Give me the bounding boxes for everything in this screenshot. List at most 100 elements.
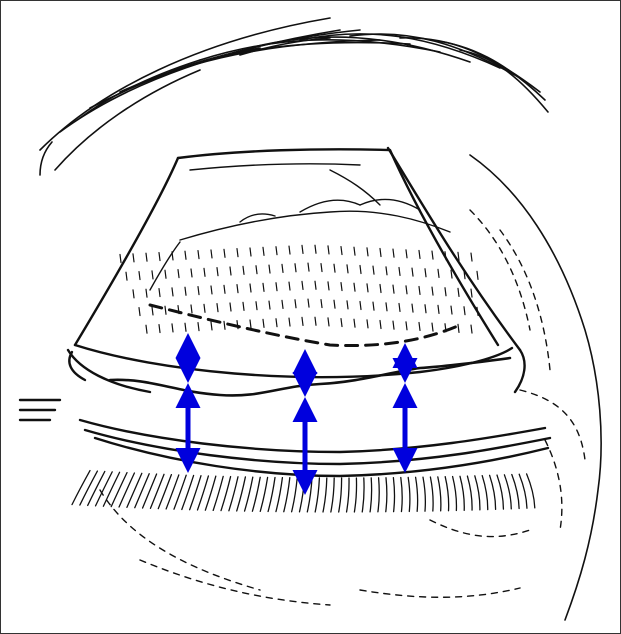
eyelash <box>423 477 425 511</box>
gland-mark <box>438 269 439 277</box>
gland-mark <box>477 307 478 315</box>
eyelash <box>237 477 246 511</box>
eyelash <box>497 475 503 509</box>
gland-mark <box>224 321 225 329</box>
gland-mark <box>269 301 270 309</box>
eyelash <box>467 476 472 510</box>
gland-mark <box>139 308 140 316</box>
gland-mark <box>412 268 413 276</box>
eyelash <box>386 478 387 512</box>
gland-mark <box>315 245 316 253</box>
gland-mark <box>289 246 290 254</box>
gland-mark <box>445 288 446 296</box>
gland-mark <box>146 325 147 333</box>
gland-mark <box>419 322 420 330</box>
gland-mark <box>172 288 173 296</box>
gland-mark <box>289 318 290 326</box>
gland-mark <box>477 271 478 279</box>
gland-mark <box>321 264 322 272</box>
gland-mark <box>276 247 277 255</box>
gland-mark <box>419 286 420 294</box>
gland-mark <box>321 300 322 308</box>
gland-mark <box>302 281 303 289</box>
eyelash <box>166 475 179 509</box>
eyelash <box>430 477 433 511</box>
dashed-junction-line <box>150 305 460 346</box>
gland-mark <box>133 290 134 298</box>
gland-mark <box>152 271 153 279</box>
eyelash <box>284 478 290 512</box>
gland-mark <box>295 264 296 272</box>
gland-mark <box>198 323 199 331</box>
gland-mark <box>172 324 173 332</box>
gland-mark <box>120 255 121 263</box>
eyelash <box>127 473 142 507</box>
gland-mark <box>126 272 127 280</box>
gland-mark <box>159 325 160 333</box>
eyelash <box>331 478 334 512</box>
eyelash <box>315 478 319 512</box>
gland-mark <box>334 264 335 272</box>
gland-mark <box>373 266 374 274</box>
gland-mark <box>438 305 439 313</box>
eyelash <box>453 476 457 510</box>
eyelash <box>527 474 535 508</box>
gland-mark <box>458 324 459 332</box>
gland-mark <box>159 253 160 261</box>
gland-mark <box>425 269 426 277</box>
gland-mark <box>152 307 153 315</box>
gland-mark <box>354 247 355 255</box>
gland-mark <box>471 289 472 297</box>
gland-mark <box>263 283 264 291</box>
gland-mark <box>250 248 251 256</box>
eyelash <box>445 477 448 511</box>
gland-mark <box>224 249 225 257</box>
gland-mark <box>185 251 186 259</box>
eyelash <box>260 477 267 511</box>
gland-mark <box>386 303 387 311</box>
meibomian-glands <box>120 245 478 333</box>
eyelash <box>119 473 134 507</box>
gland-mark <box>412 304 413 312</box>
eyelash <box>378 478 379 512</box>
gland-mark <box>276 319 277 327</box>
gland-mark <box>334 300 335 308</box>
eyelash <box>111 473 127 507</box>
eyelash <box>72 471 90 505</box>
gland-mark <box>282 300 283 308</box>
gland-mark <box>217 304 218 312</box>
gland-mark <box>165 306 166 314</box>
eyelash <box>307 478 312 512</box>
eyelash <box>362 478 364 512</box>
gland-mark <box>354 319 355 327</box>
lower-eyelid <box>20 400 550 476</box>
eyelash <box>438 477 441 511</box>
gland-mark <box>341 319 342 327</box>
gland-mark <box>302 317 303 325</box>
gland-mark <box>360 302 361 310</box>
eyelash <box>158 475 171 509</box>
gland-mark <box>464 307 465 315</box>
gland-mark <box>133 254 134 262</box>
gland-mark <box>224 285 225 293</box>
eyelash <box>408 477 410 511</box>
gland-mark <box>211 250 212 258</box>
gland-mark <box>263 247 264 255</box>
eyelash <box>292 478 298 512</box>
eyelash <box>416 477 418 511</box>
gland-mark <box>399 303 400 311</box>
gland-mark <box>451 306 452 314</box>
gland-mark <box>341 283 342 291</box>
eyelash <box>252 477 260 511</box>
gland-mark <box>211 286 212 294</box>
gland-mark <box>393 321 394 329</box>
gland-mark <box>198 287 199 295</box>
eyelash <box>519 474 527 508</box>
eyelash <box>135 474 149 508</box>
gland-mark <box>471 253 472 261</box>
gland-mark <box>250 284 251 292</box>
gland-mark <box>393 249 394 257</box>
gland-mark <box>341 247 342 255</box>
gland-mark <box>139 272 140 280</box>
